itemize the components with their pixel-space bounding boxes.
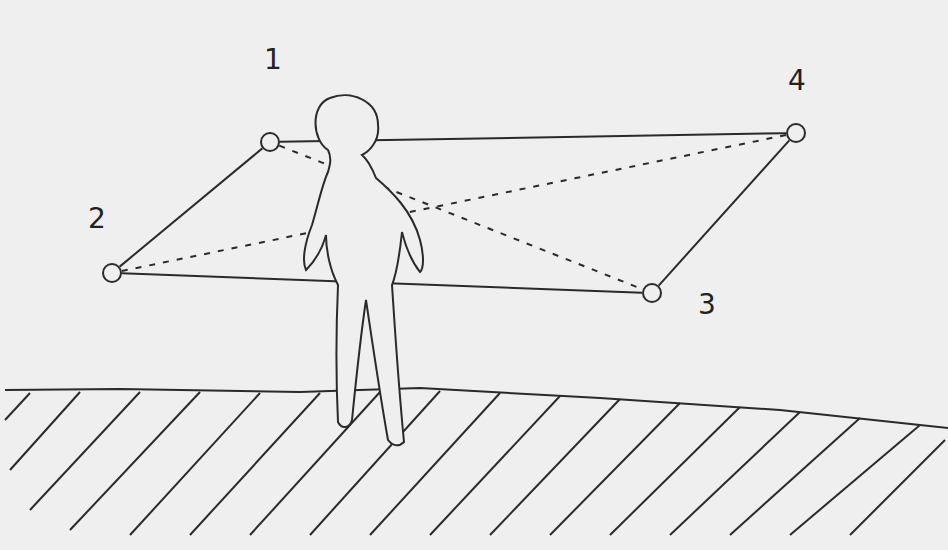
- solid-edge: [659, 140, 790, 285]
- point-number: 1: [264, 46, 282, 74]
- point-circle: 2: [102, 263, 122, 283]
- point-circle: 1: [260, 132, 280, 152]
- point-circle: 3: [642, 283, 662, 303]
- solid-edge: [120, 148, 263, 266]
- point-number: 2: [88, 205, 106, 233]
- point-number: 4: [788, 67, 806, 95]
- ground: [5, 388, 948, 535]
- point-number: 3: [698, 291, 716, 319]
- point-circle: 4: [786, 123, 806, 143]
- dashed-diagonal: [122, 135, 786, 271]
- person-figure: [304, 95, 423, 445]
